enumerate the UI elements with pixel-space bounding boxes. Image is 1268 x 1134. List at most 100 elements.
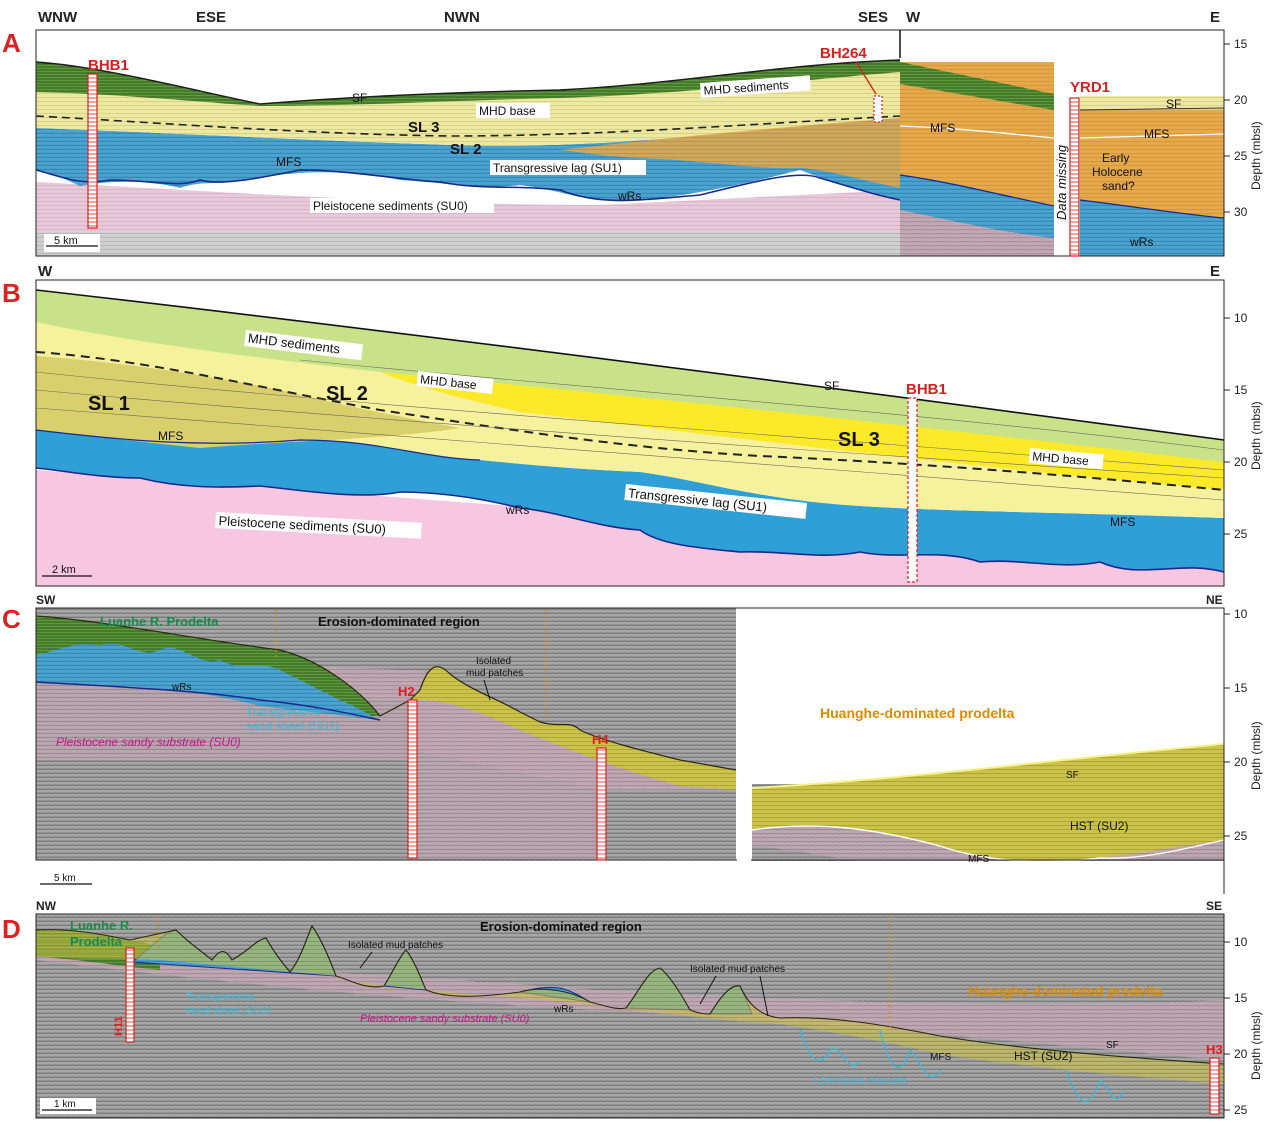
label-sf-b: SF — [824, 379, 839, 393]
label-mhd-sediments-a: MHD sediments — [703, 78, 789, 98]
label-mfs-b: MFS — [158, 429, 183, 443]
tick-a-25: 25 — [1234, 149, 1248, 163]
wrs-line-b — [35, 467, 1225, 573]
label-isolated-c-1: Isolated — [476, 656, 511, 667]
borehole-label-h11: H11 — [113, 1016, 125, 1036]
sl2-orange-a — [560, 118, 900, 188]
tick-c-20: 20 — [1234, 755, 1248, 769]
label-mfs-c: MFS — [968, 854, 989, 865]
isolated-pointer-d-2 — [699, 975, 717, 1005]
label-sand-sheet-c-2: sand sheet (SU1) — [246, 719, 339, 733]
sl1-layer-b — [36, 356, 460, 448]
mauve-right-a — [900, 210, 1054, 256]
wrs-line-a — [35, 169, 901, 202]
label-sand-sheet-c-1: Transgressive — [246, 705, 321, 719]
label-sl2-a: SL 2 — [450, 141, 481, 158]
tick-c-15: 15 — [1234, 681, 1248, 695]
label-hst-c: HST (SU2) — [1070, 819, 1128, 833]
label-isolated-d-2: Isolated mud patches — [690, 964, 785, 975]
label-sand-sheet-d-2: sand sheet (SU1) — [186, 1005, 272, 1017]
sl-boundary-a — [35, 115, 901, 137]
label-mhd-base-a: MHD base — [479, 104, 536, 118]
dir-e: E — [1210, 9, 1220, 26]
axis-title-b: Depth (mbsl) — [1249, 401, 1263, 470]
borehole-label-bh264-a: BH264 — [820, 45, 867, 62]
dir-se: SE — [1206, 899, 1222, 913]
far-top-a — [1080, 96, 1224, 110]
scale-label-b: 2 km — [52, 564, 76, 576]
label-holocene: Holocene — [1092, 165, 1143, 179]
dir-wnw: WNW — [38, 9, 78, 26]
borehole-label-h4: H4 — [592, 732, 609, 747]
label-isolated-c-2: mud patches — [466, 668, 523, 679]
label-sl1-b: SL 1 — [88, 393, 130, 415]
dir-ne: NE — [1206, 593, 1223, 607]
label-sf-far-a: SF — [1166, 97, 1181, 111]
wrs-line-c — [35, 681, 381, 721]
transgressive-lag-b — [36, 430, 1224, 572]
label-lgm-d: LGM fluvial channels — [814, 1076, 907, 1087]
label-huanghe-d: Huanghe-dominated prodelta — [968, 983, 1163, 999]
label-wrs-c: wRs — [171, 682, 191, 693]
borehole-label-bhb1-b: BHB1 — [906, 381, 947, 398]
tick-d-20: 20 — [1234, 1047, 1248, 1061]
tick-b-15: 15 — [1234, 383, 1248, 397]
axis-title-a: Depth (mbsl) — [1249, 121, 1263, 190]
tick-d-25: 25 — [1234, 1103, 1248, 1117]
seafloor-c — [35, 615, 737, 771]
depth-axis-a: 15 20 25 30 Depth (mbsl) — [1223, 30, 1263, 256]
borehole-h11-d — [125, 947, 135, 1043]
scale-label-d: 1 km — [54, 1099, 76, 1110]
label-mfs-d: MFS — [930, 1052, 951, 1063]
tick-b-25: 25 — [1234, 527, 1248, 541]
mhd-base-yellow-b — [380, 372, 1224, 490]
far-mfs-a — [1079, 133, 1225, 139]
panel-a: A WNW ESE NWN SES W E — [2, 9, 1263, 257]
wrs-right-a — [899, 174, 1055, 207]
label-mfs-right-a: MFS — [930, 121, 955, 135]
label-trans-lag-a: Transgressive lag (SU1) — [493, 161, 622, 175]
borehole-h3-d — [1209, 1057, 1220, 1115]
tick-a-20: 20 — [1234, 93, 1248, 107]
label-sf-c: SF — [1066, 770, 1079, 781]
depth-axis-d: 10 15 20 25 Depth (mbsl) — [1223, 914, 1263, 1118]
panel-c: C SW NE 10 15 20 25 Depth (mbsl) — [2, 593, 1263, 895]
dir-e-b: E — [1210, 263, 1220, 280]
dir-sw: SW — [36, 593, 56, 607]
label-pleistocene-d: Pleistocene sandy substrate (SU0) — [360, 1013, 530, 1025]
mfs-line-c — [751, 825, 1225, 863]
mfs-right-a — [899, 125, 1055, 139]
dir-ese: ESE — [196, 9, 226, 26]
mfs-line-b — [35, 429, 481, 461]
label-data-missing: Data missing — [1054, 144, 1069, 220]
seafloor-a — [35, 59, 901, 105]
label-mhd-base-b2: MHD base — [1032, 449, 1090, 468]
label-erosion-d: Erosion-dominated region — [480, 919, 642, 934]
panel-letter-d: D — [2, 914, 21, 944]
sl-layer-a — [36, 70, 900, 146]
label-luanhe-c: Luanhe R. Prodelta — [100, 614, 219, 629]
label-wrs-far-a: wRs — [1129, 235, 1153, 249]
label-luanhe-d-1: Luanhe R. — [70, 918, 133, 933]
label-wrs-b: wRs — [505, 503, 529, 517]
label-isolated-d-1: Isolated mud patches — [348, 940, 443, 951]
borehole-bh264-a — [873, 95, 883, 123]
borehole-yrd1-a — [1069, 97, 1080, 257]
label-hst-d: HST (SU2) — [1014, 1049, 1072, 1063]
label-sf-a: SF — [352, 91, 367, 105]
dir-ses: SES — [858, 9, 888, 26]
lgm-channels-d — [799, 1029, 1125, 1102]
label-sand: sand? — [1102, 179, 1135, 193]
panel-b: B W E 10 15 20 25 Depth (mbsl) BHB1 — [2, 263, 1263, 587]
dir-nwn: NWN — [444, 9, 480, 26]
isolated-pointer-c — [483, 679, 491, 701]
seafloor-d — [35, 924, 1225, 1065]
mhd-sediments-b — [36, 290, 1224, 462]
borehole-h4-c — [596, 747, 607, 861]
tick-a-15: 15 — [1234, 37, 1248, 51]
borehole-label-h2: H2 — [398, 684, 415, 699]
hst-c — [752, 744, 1224, 862]
panel-letter-a: A — [2, 28, 21, 58]
far-sf-a — [1079, 107, 1225, 111]
